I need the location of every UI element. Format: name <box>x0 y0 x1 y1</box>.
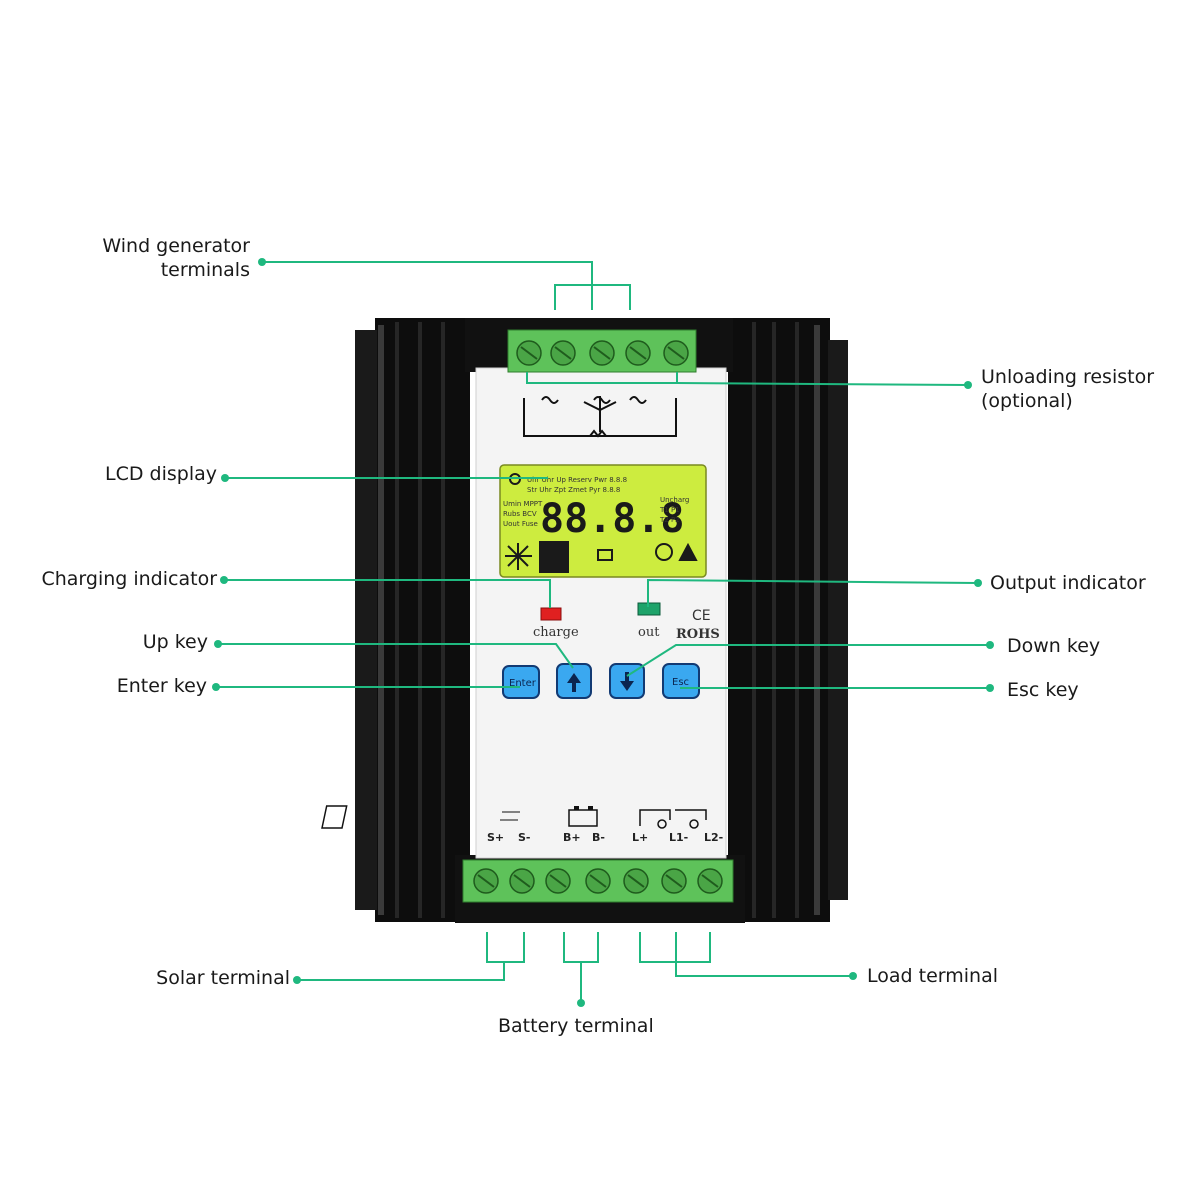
label-down-key: Down key <box>1007 635 1101 657</box>
label-unloading-resistor-line2: (optional) <box>981 390 1073 412</box>
solar-term-minus: S- <box>518 831 531 844</box>
solar-panel-icon <box>321 805 520 829</box>
label-battery-terminal: Battery terminal <box>498 1015 654 1037</box>
label-solar-terminal: Solar terminal <box>156 967 290 989</box>
bottom-terminal-block <box>462 859 734 903</box>
esc-key[interactable]: Esc <box>662 663 700 699</box>
battery-icon <box>568 806 598 827</box>
label-wind-generator-line1: Wind generator <box>102 235 250 257</box>
svg-text:Uncharg: Uncharg <box>660 496 689 504</box>
face-plate <box>475 367 727 859</box>
load-term-l1: L1- <box>669 831 688 844</box>
rohs-mark: ROHS <box>676 627 720 642</box>
load-term-l2: L2- <box>704 831 723 844</box>
label-up-key: Up key <box>142 631 208 653</box>
svg-text:Umin MPPT: Umin MPPT <box>503 500 543 508</box>
battery-term-minus: B- <box>592 831 605 844</box>
battery-term-plus: B+ <box>563 831 581 844</box>
load-icon <box>639 809 707 829</box>
lcd-digits: 88.8.8 <box>540 496 685 542</box>
up-arrow-icon <box>567 673 581 692</box>
label-unloading-resistor: Unloading resistor (optional) <box>981 365 1154 413</box>
svg-text:Uhr Uhr Up Reserv Pwr 8.8: Uhr Uhr Up Reserv Pwr 8.8.8 <box>527 476 627 484</box>
ce-mark: CE <box>692 608 711 624</box>
down-arrow-icon <box>620 672 634 691</box>
enter-key-label: Enter <box>509 678 537 689</box>
label-lcd-display: LCD display <box>105 463 217 485</box>
load-term-plus: L+ <box>632 831 648 844</box>
down-key[interactable] <box>609 663 645 699</box>
enter-key[interactable]: Enter <box>502 665 540 699</box>
charge-led <box>540 607 562 621</box>
wind-terminal-block <box>507 329 697 373</box>
label-charging-indicator: Charging indicator <box>41 568 217 590</box>
label-wind-generator-terminals: Wind generator terminals <box>60 234 250 282</box>
leader-dots <box>212 258 994 1007</box>
svg-text:Str Uhr Zpt Zmet Pyr 8.8.: Str Uhr Zpt Zmet Pyr 8.8.8 <box>527 486 620 494</box>
label-esc-key: Esc key <box>1007 679 1079 701</box>
solar-term-plus: S+ <box>487 831 504 844</box>
esc-key-label: Esc <box>672 677 689 688</box>
label-load-terminal: Load terminal <box>867 965 998 987</box>
label-output-indicator: Output indicator <box>990 572 1146 594</box>
svg-text:T1 P1: T1 P1 <box>659 506 680 514</box>
svg-text:Uout Fuse: Uout Fuse <box>503 520 538 528</box>
charge-label: charge <box>533 625 579 640</box>
out-label: out <box>638 625 660 640</box>
label-unloading-resistor-line1: Unloading resistor <box>981 366 1155 388</box>
leader-lines <box>216 261 990 1003</box>
up-key[interactable] <box>556 663 592 699</box>
lcd-display: 88.8.8 Uhr Uhr Up Reserv Pwr 8.8.8 Str U… <box>499 464 707 578</box>
wind-schematic-icon <box>523 396 677 438</box>
label-enter-key: Enter key <box>116 675 207 697</box>
svg-text:T2 P2: T2 P2 <box>659 516 680 524</box>
label-wind-generator-line2: terminals <box>160 259 250 281</box>
svg-text:Rubs BCV: Rubs BCV <box>503 510 537 518</box>
